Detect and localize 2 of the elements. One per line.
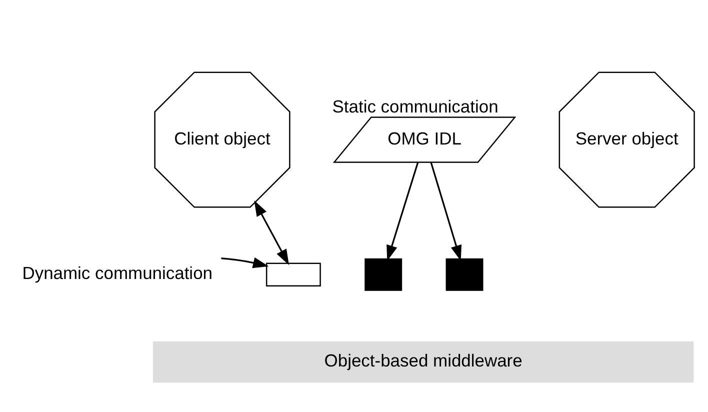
node-text: Dynamic communication bbox=[22, 263, 213, 284]
node-label: Static communication bbox=[332, 96, 498, 117]
